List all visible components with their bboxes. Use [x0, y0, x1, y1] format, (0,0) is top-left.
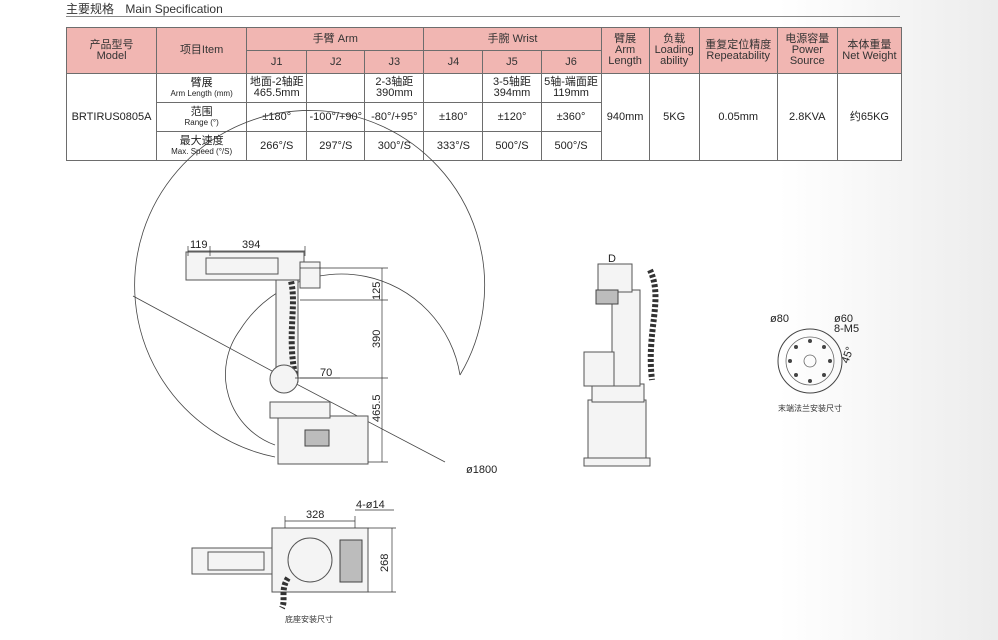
front-turret [591, 383, 645, 403]
header-j3: J3 [364, 50, 425, 74]
cell-j5: 500°/S [482, 131, 542, 161]
reach-cell: 940mm [600, 73, 650, 161]
base-drawing: 328 4-ø14 268 底座安装尺寸 [191, 499, 396, 624]
shoulder-joint [269, 364, 299, 394]
section-title-en: Main Specification [125, 2, 223, 16]
front-side-plate [583, 351, 615, 387]
work-envelope-mid-arc [239, 273, 461, 376]
cell-j4: ±180° [423, 102, 484, 132]
header-weight: 本体重量 Net Weight [836, 27, 903, 74]
header-item: 项目Item [156, 27, 248, 74]
repeatability-cell: 0.05mm [698, 73, 778, 161]
cell-j6: 500°/S [540, 131, 602, 161]
dim-radius: ø1800 [466, 464, 497, 476]
front-flange [595, 289, 619, 305]
work-envelope-outer-arc [134, 110, 485, 458]
power-cell: 2.8KVA [776, 73, 838, 161]
front-base [587, 399, 647, 463]
header-j1: J1 [246, 50, 308, 74]
dim-70: 70 [320, 367, 332, 379]
cell-j4 [423, 73, 484, 103]
flange-holes: 8-M5 [834, 323, 859, 335]
front-base-foot [583, 457, 651, 467]
header-j2: J2 [306, 50, 366, 74]
base-side-block [339, 539, 363, 583]
section-title-zh: 主要规格 [66, 2, 115, 16]
cell-j2: -100°/+90° [306, 102, 366, 132]
cell-j3: 300°/S [364, 131, 425, 161]
flange-inner-circle [785, 336, 835, 386]
base-holes: 4-ø14 [356, 499, 385, 511]
table-row: 范围 Range (°) ±180° -100°/+90° -80°/+95° … [67, 102, 902, 132]
flange-d60: ø60 [834, 313, 853, 325]
work-envelope-inner-arc [225, 329, 276, 446]
load-cell: 5KG [648, 73, 700, 161]
header-model: 产品型号 Model [65, 27, 158, 74]
label-d: D [608, 253, 616, 265]
cell-j6: ±360° [540, 102, 602, 132]
base-turret [269, 401, 331, 419]
front-arm [611, 289, 641, 387]
forearm-inner [205, 257, 279, 275]
item-cell: 最大速度 Max. Speed (°/S) [156, 131, 248, 161]
header-wrist-group: 手腕 Wrist [423, 27, 602, 51]
weight-cell: 约65KG [836, 73, 903, 161]
cell-j3: -80°/+95° [364, 102, 425, 132]
envelope-boundary-line [132, 295, 286, 379]
base-d268: 268 [379, 554, 391, 572]
cell-j4: 333°/S [423, 131, 484, 161]
cell-j1: 266°/S [246, 131, 308, 161]
front-view-drawing: D [583, 253, 659, 467]
base-cable-hose [279, 576, 291, 610]
item-cell: 范围 Range (°) [156, 102, 248, 132]
cable-hose [285, 270, 299, 381]
base-panel [304, 429, 330, 447]
side-view-drawing: 119 394 125 390 465.5 70 ø1800 [132, 110, 497, 476]
flange-d80: ø80 [770, 313, 789, 325]
cell-j1: ±180° [246, 102, 308, 132]
header-load: 负载 Loading ability [648, 27, 700, 74]
dim-125: 125 [371, 282, 383, 300]
front-wrist [597, 263, 633, 293]
dim-394: 394 [242, 239, 260, 251]
front-cable-hose [647, 268, 659, 381]
dim-390: 390 [371, 330, 383, 348]
elbow-housing [299, 261, 321, 289]
header-j4: J4 [423, 50, 484, 74]
base-caption: 底座安装尺寸 [285, 614, 333, 624]
spec-table: 产品型号 Model 项目Item 手臂 Arm 手腕 Wrist 臂展 Arm… [65, 27, 903, 161]
flange-outer-circle [777, 328, 843, 394]
base-top-arm-inner [207, 551, 265, 571]
dim-465: 465.5 [371, 394, 383, 422]
cell-j2: 297°/S [306, 131, 366, 161]
header-reach: 臂展 Arm Length [600, 27, 650, 74]
section-title: 主要规格 Main Specification [66, 0, 223, 17]
title-divider [66, 16, 900, 17]
header-j6: J6 [540, 50, 602, 74]
table-row: 最大速度 Max. Speed (°/S) 266°/S 297°/S 300°… [67, 131, 902, 161]
base-rotation-circle [287, 537, 333, 583]
flange-caption: 末端法兰安装尺寸 [778, 403, 842, 413]
dim-119: 119 [190, 239, 208, 251]
model-cell: BRTIRUS0805A [65, 73, 158, 161]
header-repeatability: 重复定位精度 Repeatability [698, 27, 778, 74]
base-d328: 328 [306, 509, 324, 521]
cell-j5: ±120° [482, 102, 542, 132]
header-j5: J5 [482, 50, 542, 74]
flange-drawing: ø80 ø60 8-M5 45° 末端法兰安装尺寸 [770, 313, 859, 413]
flange-angle: 45° [840, 345, 857, 365]
